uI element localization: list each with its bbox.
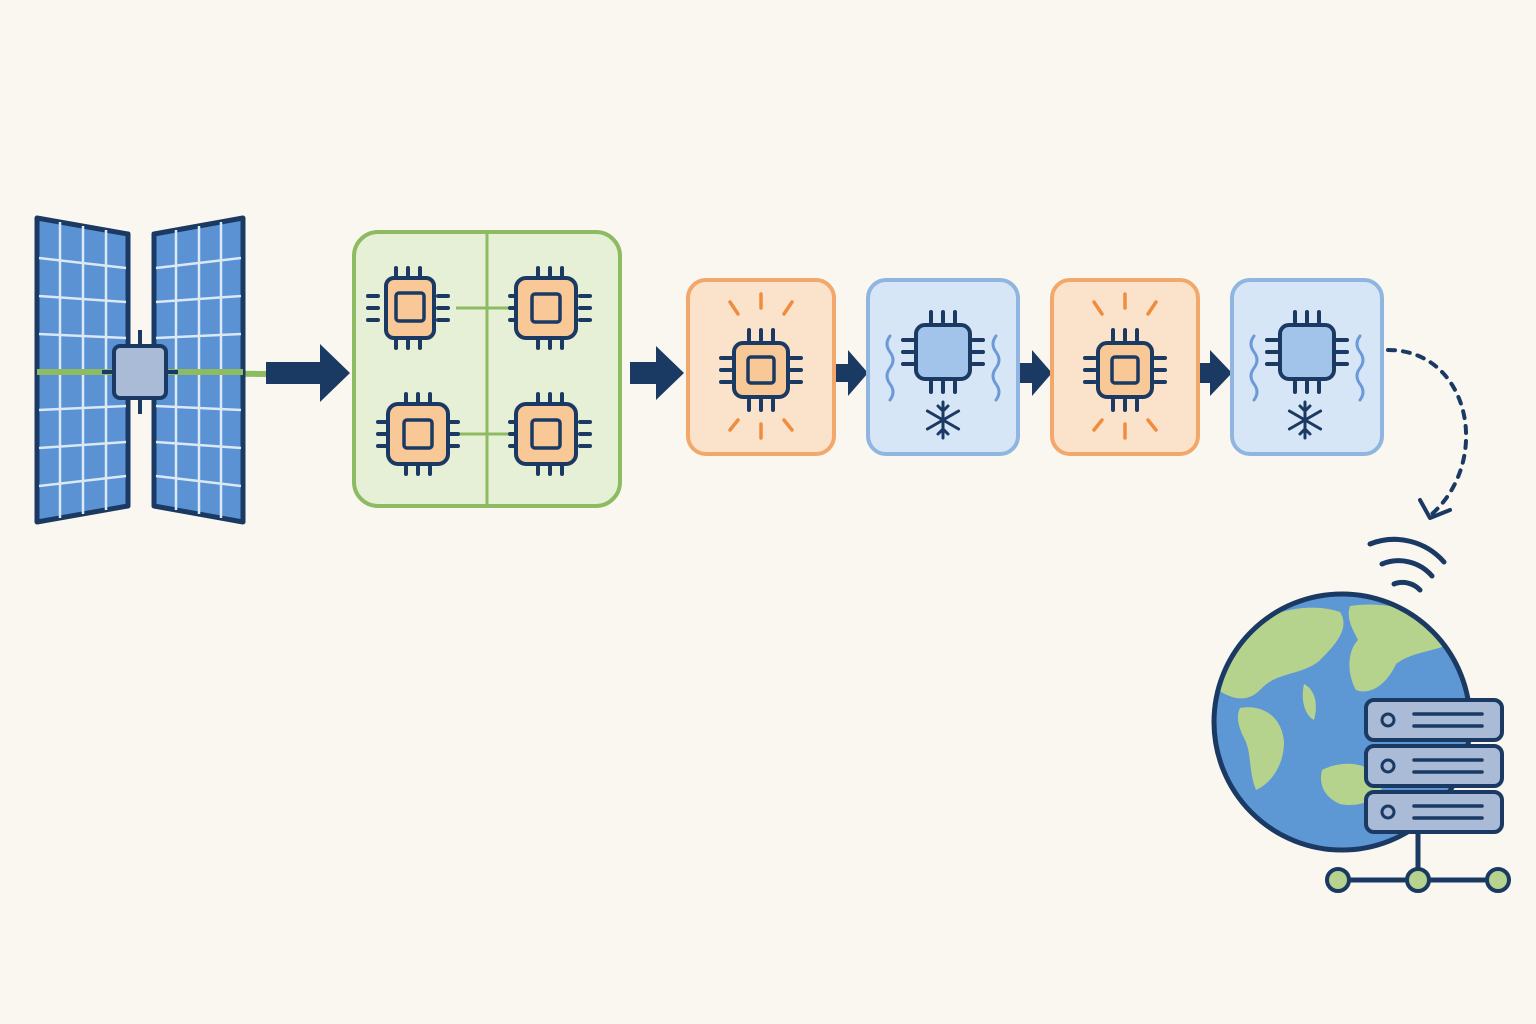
flow-arrows [266, 344, 1468, 520]
snowflake-icon [925, 400, 961, 440]
arrow-hot-1-to-cold-1 [832, 350, 868, 396]
network-node [1325, 867, 1351, 893]
cool-wave-icon [885, 334, 1001, 402]
cold-stage-1 [866, 278, 1020, 456]
cluster-chip-icon [376, 392, 460, 476]
arrow-cold-2-to-ground [1386, 348, 1468, 520]
server-unit [1364, 744, 1504, 788]
satellite-hub [102, 330, 178, 414]
cool-wave-icon [1249, 334, 1365, 402]
heat-rays-icon [728, 292, 794, 440]
cluster-chip-icon [508, 266, 592, 350]
heat-rays-icon [1092, 292, 1158, 440]
snowflake-icon [1287, 400, 1323, 440]
compute-cluster [352, 230, 622, 508]
server-rack-icon [1325, 698, 1511, 893]
wifi-signal-icon [1367, 536, 1447, 593]
cold-chip-icon [901, 310, 985, 394]
arrow-hot-2-to-cold-2 [1198, 350, 1232, 396]
arrow-satellite-to-cluster [266, 344, 350, 402]
cluster-chip-icon [508, 392, 592, 476]
hot-chip-icon [719, 328, 803, 412]
server-unit [1364, 790, 1504, 834]
hot-chip-icon [1083, 328, 1167, 412]
cluster-chip-icon [366, 266, 450, 350]
cold-stage-2 [1230, 278, 1384, 456]
satellite-icon [34, 215, 269, 525]
network-node [1485, 867, 1511, 893]
solar-panel-right [151, 215, 246, 525]
hot-stage-2 [1050, 278, 1200, 456]
arrow-cluster-to-hot-1 [630, 346, 684, 400]
network-node [1405, 867, 1431, 893]
arrow-cold-1-to-hot-2 [1016, 350, 1052, 396]
ground-station [1211, 536, 1511, 893]
hot-stage-1 [686, 278, 836, 456]
cold-chip-icon [1265, 310, 1349, 394]
server-unit [1364, 698, 1504, 742]
